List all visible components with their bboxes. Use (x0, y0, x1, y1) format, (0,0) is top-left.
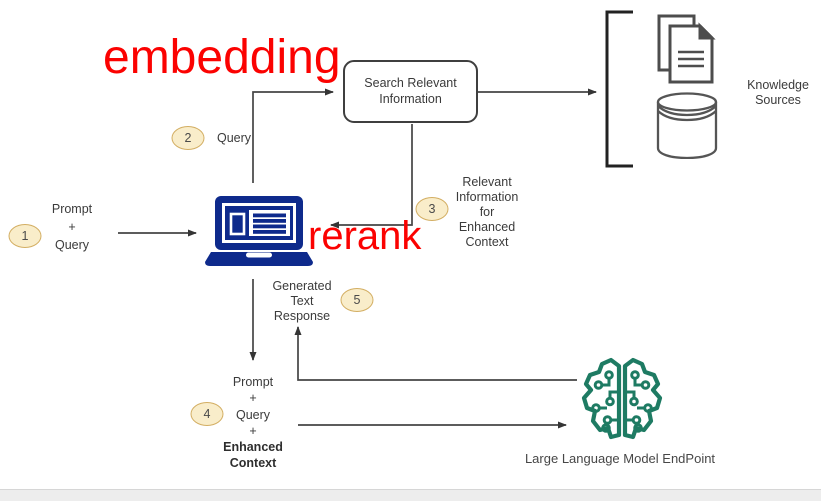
search-relevant-information-box: Search Relevant Information (343, 60, 478, 123)
label-query: Query (216, 131, 252, 145)
embedding-annotation: embedding (103, 31, 341, 84)
step-badge-4: 4 (190, 402, 224, 426)
arrow-relevant-info-to-laptop (330, 124, 413, 229)
label-enhanced-context: Prompt + Query + Enhanced Context (223, 375, 283, 471)
window-bottom-bar (0, 489, 821, 501)
laptop-icon (205, 196, 313, 266)
arrow-query-to-search (252, 88, 334, 183)
documents-icon (657, 14, 716, 84)
step-badge-1: 1 (8, 224, 42, 248)
label-llm-endpoint: Large Language Model EndPoint (524, 451, 716, 466)
step-badge-2: 2 (171, 126, 205, 150)
arrow-llm-response-to-laptop (294, 326, 577, 381)
knowledge-sources-bracket (605, 10, 633, 168)
step-badge-5: 5 (340, 288, 374, 312)
label-relevant-information: Relevant Information for Enhanced Contex… (455, 175, 519, 249)
brain-circuit-icon (581, 357, 663, 440)
rerank-annotation: rerank (308, 214, 422, 258)
label-generated-text-response: Generated Text Response (272, 279, 332, 323)
step-badge-3: 3 (415, 197, 449, 221)
label-knowledge-sources: Knowledge Sources (747, 78, 809, 107)
search-box-line: Search Relevant (364, 76, 457, 90)
label-prompt-query: Prompt + Query (51, 202, 93, 252)
database-icon (656, 92, 718, 159)
search-box-line: Information (379, 91, 442, 106)
